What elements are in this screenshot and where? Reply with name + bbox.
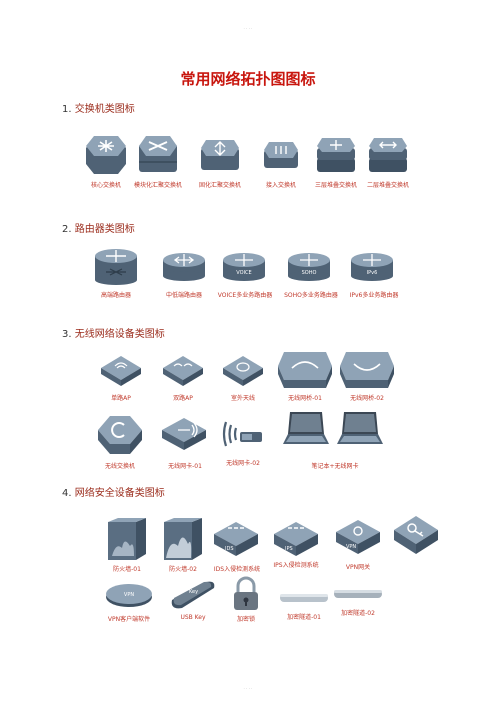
l2-stack-switch-icon	[369, 138, 407, 172]
single-ap-icon	[101, 356, 141, 386]
label-soho-router: SOHO多业务路由器	[284, 292, 338, 299]
page-footer-mark: · · · ·	[243, 686, 253, 691]
label-wireless-nic-02: 无线网卡-02	[226, 460, 260, 467]
section-title: 交换机类图标	[74, 104, 135, 115]
section-heading-routers: 2. 路由器类图标	[62, 220, 135, 235]
label-ips: IPS入侵检测系统	[273, 562, 319, 569]
section-number: 2.	[62, 224, 72, 235]
padlock-icon	[234, 576, 258, 610]
laptop-a-icon	[283, 412, 329, 444]
wireless-bridge-02-icon	[340, 352, 394, 388]
section-heading-security: 4. 网络安全设备类图标	[62, 484, 165, 499]
core-switch-icon	[86, 136, 126, 174]
soho-router-icon: SOHO	[288, 253, 330, 281]
vpn-gateway-text: VPN	[346, 544, 356, 550]
section-heading-switches: 1. 交换机类图标	[62, 100, 135, 115]
ids-icon-text: IDS	[225, 546, 234, 552]
voice-router-icon: VOICE	[223, 253, 265, 281]
label-wireless-nic-01: 无线网卡-01	[168, 463, 202, 470]
label-mid-low-router: 中低端路由器	[165, 292, 202, 299]
label-high-end-router: 高端路由器	[100, 292, 131, 299]
label-l3-stack-switch: 三层堆叠交换机	[314, 182, 357, 189]
usb-key-text: Key	[189, 589, 198, 595]
ids-icon: IDS	[214, 522, 258, 556]
vpn-client-icon: VPN	[106, 584, 152, 607]
vpn-gateway-icon: VPN	[336, 520, 380, 554]
label-laptop-nic: 笔记本+无线网卡	[311, 463, 359, 470]
label-encrypted-tunnel-02: 加密隧道-02	[341, 610, 375, 617]
label-ipv6-router: IPv6多业务路由器	[349, 292, 399, 299]
ips-icon: IPS	[274, 522, 318, 556]
section-number: 1.	[62, 104, 72, 115]
label-encrypted-tunnel-01: 加密隧道-01	[287, 614, 321, 621]
label-wireless-switch: 无线交换机	[104, 463, 135, 470]
label-ids: IDS入侵检测系统	[213, 566, 261, 573]
outdoor-antenna-icon	[223, 356, 263, 386]
label-fixed-aggregation-switch: 固化汇聚交换机	[198, 182, 241, 189]
wireless-nic-01-icon	[162, 418, 206, 450]
label-dual-ap: 双路AP	[173, 395, 193, 402]
section-title: 无线网络设备类图标	[74, 329, 165, 340]
high-end-router-icon	[95, 249, 137, 285]
wireless-bridge-01-icon	[278, 352, 332, 388]
label-vpn-client: VPN客户端软件	[107, 616, 151, 623]
label-wireless-bridge-02: 无线网桥-02	[350, 395, 384, 402]
label-core-switch: 核心交换机	[90, 182, 121, 189]
security-key-tile-icon	[394, 516, 438, 554]
l3-stack-switch-icon	[317, 138, 355, 172]
encrypted-tunnel-02-icon	[334, 590, 382, 598]
section-number: 4.	[62, 488, 72, 499]
usb-key-icon: Key	[171, 581, 215, 609]
label-outdoor-antenna: 室外天线	[230, 395, 255, 402]
firewall-01-icon	[108, 518, 146, 560]
label-single-ap: 单路AP	[111, 395, 131, 402]
section-title: 路由器类图标	[74, 224, 135, 235]
laptop-b-icon	[337, 412, 383, 444]
label-firewall-02: 防火墙-02	[169, 566, 197, 573]
label-firewall-01: 防火墙-01	[113, 566, 141, 573]
document-title: 常用网络拓扑图图标	[180, 70, 316, 88]
section-title: 网络安全设备类图标	[74, 488, 165, 499]
label-vpn-gateway: VPN网关	[345, 564, 371, 571]
label-usb-key: USB Key	[180, 614, 206, 621]
mid-low-router-icon	[163, 253, 205, 281]
firewall-02-icon	[164, 518, 202, 560]
soho-router-text: SOHO	[302, 270, 317, 276]
page-header-mark: · · · ·	[243, 26, 253, 31]
wireless-nic-02-icon	[222, 421, 262, 447]
ipv6-router-icon: IPv6	[351, 253, 393, 281]
vpn-client-text: VPN	[124, 592, 134, 598]
ipv6-router-text: IPv6	[367, 270, 378, 276]
encrypted-tunnel-01-icon	[280, 594, 328, 602]
wireless-switch-icon	[98, 416, 142, 454]
dual-ap-icon	[163, 356, 203, 386]
ips-icon-text: IPS	[285, 546, 293, 552]
label-wireless-bridge-01: 无线网桥-01	[288, 395, 322, 402]
label-access-switch: 接入交换机	[265, 182, 296, 189]
label-modular-aggregation-switch: 模块化汇聚交换机	[133, 182, 182, 189]
voice-router-text: VOICE	[236, 270, 251, 276]
section-heading-wireless: 3. 无线网络设备类图标	[62, 325, 165, 340]
fixed-aggregation-switch-icon	[201, 140, 239, 170]
modular-aggregation-switch-icon	[139, 136, 177, 172]
label-voice-router: VOICE多业务路由器	[217, 292, 273, 299]
label-padlock: 加密锁	[236, 616, 255, 623]
label-l2-stack-switch: 二层堆叠交换机	[366, 182, 409, 189]
access-switch-icon	[264, 142, 298, 168]
section-number: 3.	[62, 329, 72, 340]
